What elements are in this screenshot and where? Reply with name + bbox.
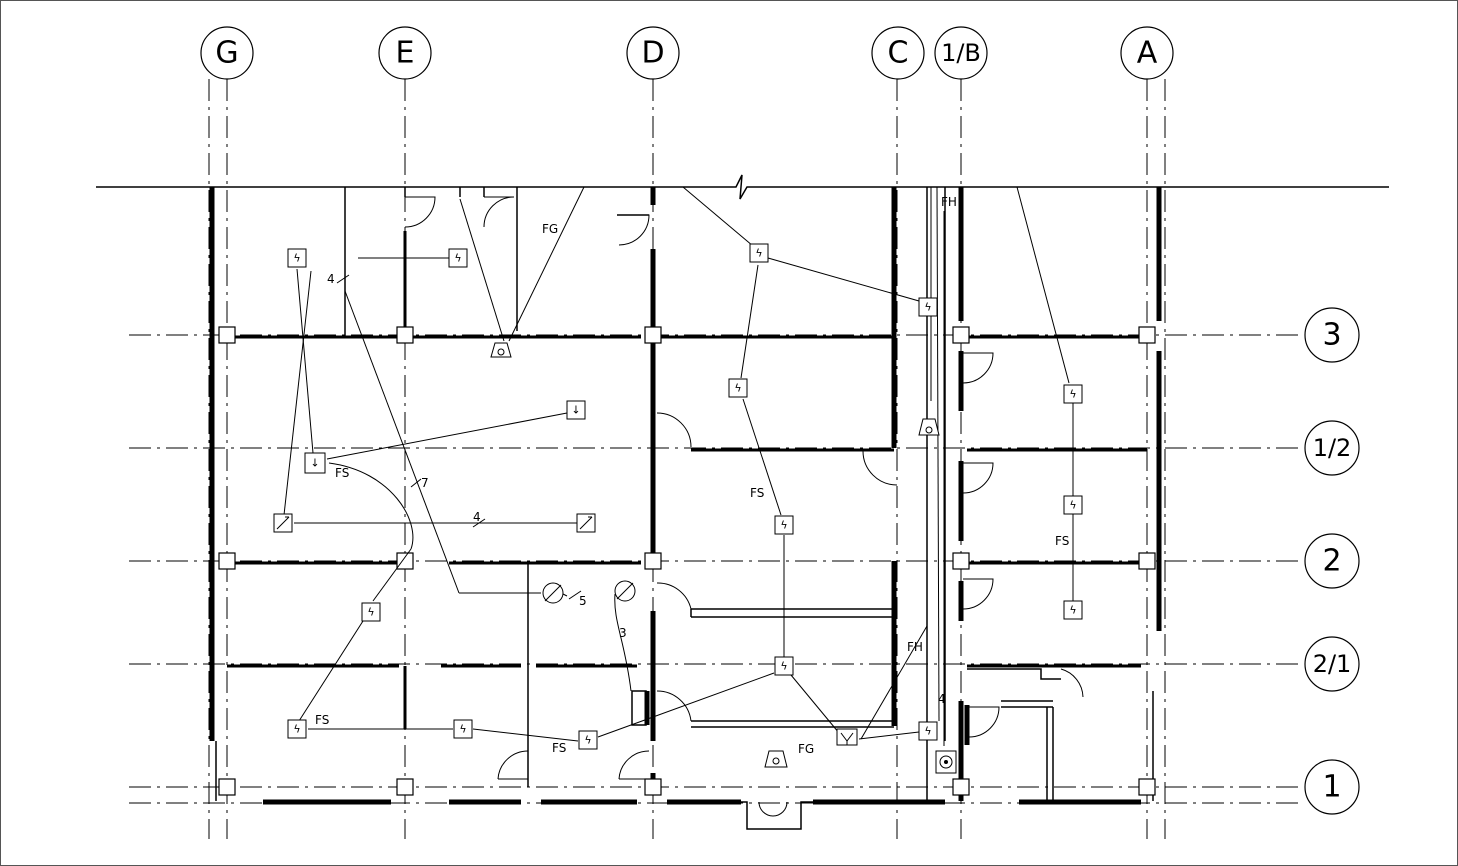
- svg-text:1/B: 1/B: [941, 39, 981, 67]
- row-bubble-2: 2: [1304, 533, 1360, 589]
- fire-gong-device: [764, 750, 788, 768]
- strobe-device: ϟ: [774, 515, 794, 535]
- row-bubble-3: 3: [1304, 307, 1360, 363]
- strobe-device: ϟ: [1063, 495, 1083, 515]
- fire-gong-device: [918, 418, 940, 436]
- pull-station: ↓: [304, 452, 326, 474]
- speaker-device: [576, 513, 596, 533]
- svg-text:G: G: [215, 36, 238, 71]
- wire-count-5: 5: [579, 594, 587, 608]
- svg-text:3: 3: [1322, 318, 1341, 353]
- label-fg-top: FG: [542, 222, 558, 236]
- svg-text:ϟ: ϟ: [293, 252, 300, 265]
- row-bubble-1: 1: [1304, 759, 1360, 815]
- svg-text:ϟ: ϟ: [780, 519, 787, 532]
- fire-alarm-wiring: [283, 186, 1074, 746]
- panel-device: [935, 750, 957, 774]
- column-grid-lines: [208, 79, 1166, 839]
- label-fs-left: FS: [335, 466, 349, 480]
- svg-text:ϟ: ϟ: [1069, 388, 1076, 401]
- wire-count-labels: 4 7 4 5 3 4: [327, 272, 946, 706]
- wire-count-4-upper: 4: [327, 272, 335, 286]
- strobe-device: ϟ: [774, 656, 794, 676]
- svg-text:ϟ: ϟ: [780, 660, 787, 673]
- svg-text:1/2: 1/2: [1313, 434, 1352, 462]
- svg-text:D: D: [641, 36, 664, 71]
- wire-count-4-mid: 4: [473, 510, 481, 524]
- svg-text:1: 1: [1322, 770, 1341, 805]
- strobe-device: ϟ: [448, 248, 468, 268]
- svg-text:ϟ: ϟ: [755, 247, 762, 260]
- column-bubble-d: D: [626, 26, 680, 80]
- column-bubble-a: A: [1120, 26, 1174, 80]
- svg-text:ϟ: ϟ: [924, 301, 931, 314]
- strobe-device: ϟ: [1063, 600, 1083, 620]
- interior-walls: [227, 187, 1147, 801]
- fire-gong-device: [490, 342, 512, 358]
- fire-alarm-devices: ϟ ϟ ϟ ϟ ϟ ϟ ϟ ϟ ϟ ϟ ϟ ϟ ϟ ϟ ϟ ↓ ↓: [273, 243, 1083, 774]
- wire-count-3: 3: [619, 626, 627, 640]
- label-fs-mid: FS: [750, 486, 764, 500]
- label-fs-bottom-left: FS: [315, 713, 329, 727]
- svg-text:ϟ: ϟ: [1069, 604, 1076, 617]
- strobe-device: ϟ: [361, 602, 381, 622]
- column-bubbles: G E D C 1/B A: [200, 26, 1174, 80]
- svg-text:ϟ: ϟ: [584, 734, 591, 747]
- label-fg-bottom: FG: [798, 742, 814, 756]
- column-bubble-g: G: [200, 26, 254, 80]
- column-bubble-c: C: [871, 26, 925, 80]
- svg-text:E: E: [396, 36, 415, 71]
- row-bubbles: 3 1/2 2 2/1 1: [1304, 307, 1360, 815]
- svg-text:A: A: [1137, 36, 1158, 71]
- strobe-device: ϟ: [287, 719, 307, 739]
- label-fs-bottom-mid: FS: [552, 741, 566, 755]
- row-bubble-2-1: 2/1: [1304, 636, 1360, 692]
- row-bubble-1-2: 1/2: [1304, 420, 1360, 476]
- wire-count-4-right: 4: [938, 692, 946, 706]
- horn-device: [614, 580, 636, 602]
- strobe-device: ϟ: [578, 730, 598, 750]
- svg-text:ϟ: ϟ: [293, 723, 300, 736]
- column-bubble-e: E: [378, 26, 432, 80]
- strobe-device: ϟ: [918, 721, 938, 741]
- device-labels: FG FH FS FS FS FH FS FS FG: [315, 195, 1069, 756]
- strobe-device: ϟ: [918, 297, 938, 317]
- structural-columns: [218, 326, 1156, 796]
- break-line: [96, 174, 1389, 200]
- column-bubble-1b: 1/B: [934, 26, 988, 80]
- speaker-device: [273, 513, 293, 533]
- strobe-device: ϟ: [453, 719, 473, 739]
- strobe-device: ϟ: [1063, 384, 1083, 404]
- svg-text:↓: ↓: [310, 457, 319, 470]
- svg-text:ϟ: ϟ: [1069, 499, 1076, 512]
- pull-station: ↓: [566, 400, 586, 420]
- strobe-device: ϟ: [749, 243, 769, 263]
- svg-text:C: C: [888, 36, 909, 71]
- horn-device: [542, 582, 564, 604]
- svg-text:ϟ: ϟ: [454, 252, 461, 265]
- svg-text:ϟ: ϟ: [924, 725, 931, 738]
- svg-text:2/1: 2/1: [1313, 650, 1352, 678]
- wire-count-7: 7: [421, 476, 429, 490]
- svg-text:ϟ: ϟ: [734, 382, 741, 395]
- label-fh-top: FH: [941, 195, 957, 209]
- exterior-walls: [209, 187, 1162, 830]
- label-fh-lower: FH: [907, 640, 923, 654]
- svg-text:ϟ: ϟ: [367, 606, 374, 619]
- fire-hose-device: [836, 728, 858, 746]
- svg-text:2: 2: [1322, 544, 1341, 579]
- label-fs-right: FS: [1055, 534, 1069, 548]
- strobe-device: ϟ: [728, 378, 748, 398]
- svg-text:ϟ: ϟ: [459, 723, 466, 736]
- strobe-device: ϟ: [287, 248, 307, 268]
- svg-text:↓: ↓: [571, 404, 580, 417]
